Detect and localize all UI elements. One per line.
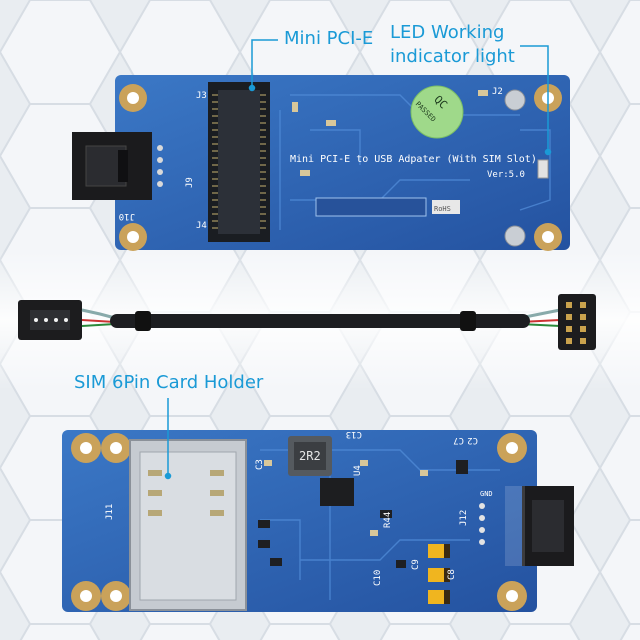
label-j3: J3 bbox=[196, 91, 207, 101]
label-j12: J12 bbox=[459, 510, 469, 526]
board-title-silkscreen: Mini PCI-E to USB Adpater (With SIM Slot… bbox=[290, 154, 537, 165]
label-c13: C13 bbox=[346, 429, 362, 439]
label-c9: C9 bbox=[411, 559, 421, 570]
label-j4: J4 bbox=[196, 221, 207, 231]
label-j10: J10 bbox=[119, 211, 135, 221]
bottom-board bbox=[62, 430, 574, 612]
label-gnd: GND bbox=[480, 490, 493, 498]
label-j11: J11 bbox=[105, 504, 115, 520]
usb-cable bbox=[18, 294, 596, 350]
label-r44: R44 bbox=[383, 512, 393, 528]
inductor-marking: 2R2 bbox=[299, 449, 321, 463]
label-j2: J2 bbox=[492, 87, 503, 97]
led-indicator bbox=[537, 159, 549, 179]
rohs-mark: RoHS bbox=[434, 205, 451, 213]
label-j9: J9 bbox=[185, 177, 195, 188]
callout-sim-holder: SIM 6Pin Card Holder bbox=[74, 372, 264, 393]
callout-mini-pcie: Mini PCI-E bbox=[284, 28, 374, 49]
label-u4: U4 bbox=[353, 465, 363, 476]
qc-sticker bbox=[410, 85, 464, 139]
label-c7: C7 bbox=[453, 435, 464, 445]
board-version-silkscreen: Ver:5.0 bbox=[487, 170, 525, 180]
callout-line-led bbox=[520, 45, 549, 150]
label-c2: C2 bbox=[467, 435, 478, 445]
label-c10: C10 bbox=[373, 570, 383, 586]
label-c3: C3 bbox=[255, 459, 265, 470]
callout-led-line1: LED Working bbox=[390, 22, 505, 43]
ic-chip bbox=[320, 478, 354, 506]
callout-line-pcie bbox=[251, 39, 278, 86]
label-c8: C8 bbox=[447, 569, 457, 580]
callout-led-line2: indicator light bbox=[390, 46, 515, 67]
